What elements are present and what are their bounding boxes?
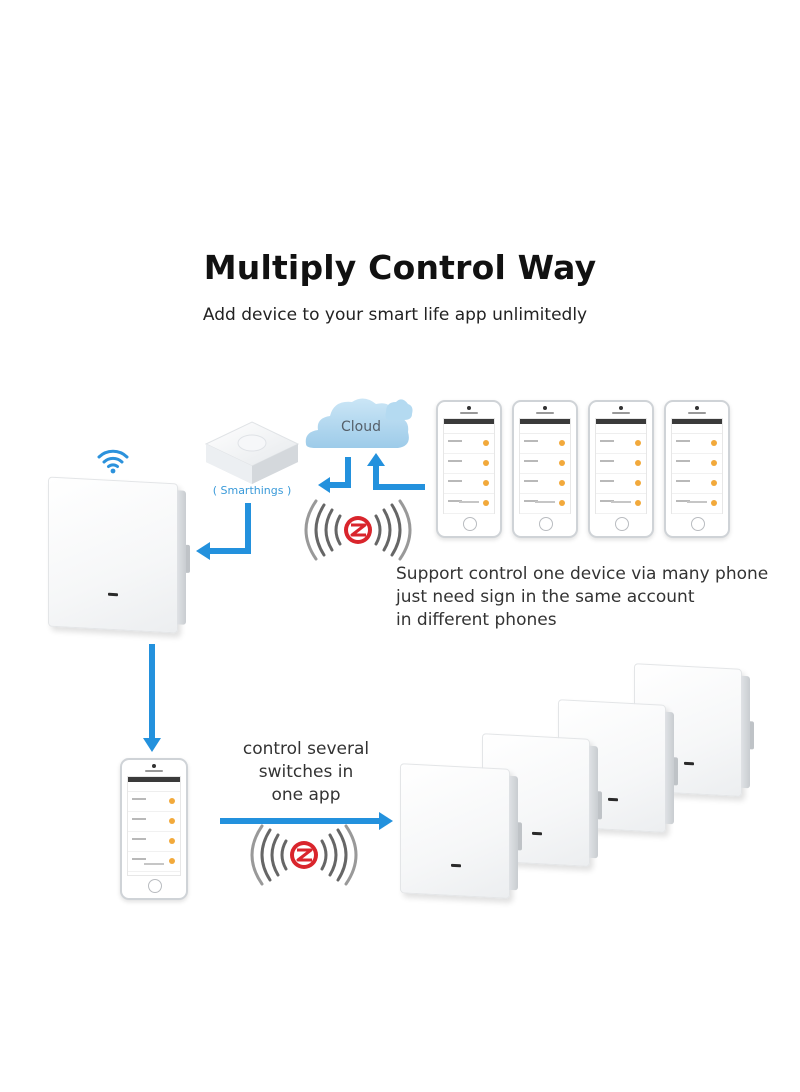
home-button bbox=[463, 517, 477, 531]
smartphone bbox=[512, 400, 578, 538]
note-line: just need sign in the same account bbox=[396, 587, 695, 607]
home-button bbox=[148, 879, 162, 893]
note-line: Support control one device via many phon… bbox=[396, 564, 769, 584]
note-line: switches in bbox=[258, 762, 354, 782]
cloud-icon bbox=[305, 398, 413, 448]
wall-switch bbox=[400, 763, 518, 899]
smartphone bbox=[436, 400, 502, 538]
hub-label: ( Smarthings ) bbox=[212, 484, 292, 497]
note-line: one app bbox=[271, 785, 341, 805]
note-line: in different phones bbox=[396, 610, 557, 630]
smartthings-hub-icon bbox=[204, 421, 300, 484]
note-several-switches: control several switches in one app bbox=[236, 738, 376, 807]
home-button bbox=[539, 517, 553, 531]
smartphone bbox=[664, 400, 730, 538]
page-title: Multiply Control Way bbox=[203, 248, 597, 287]
page-subtitle: Add device to your smart life app unlimi… bbox=[202, 305, 588, 325]
note-many-phones: Support control one device via many phon… bbox=[396, 563, 796, 632]
note-line: control several bbox=[242, 739, 370, 759]
home-button bbox=[615, 517, 629, 531]
zigbee-icon bbox=[250, 824, 358, 886]
wifi-icon bbox=[97, 449, 129, 474]
cloud-label: Cloud bbox=[341, 419, 381, 435]
home-button bbox=[691, 517, 705, 531]
smartphone bbox=[588, 400, 654, 538]
zigbee-icon bbox=[304, 499, 412, 561]
smartphone bbox=[120, 758, 188, 900]
